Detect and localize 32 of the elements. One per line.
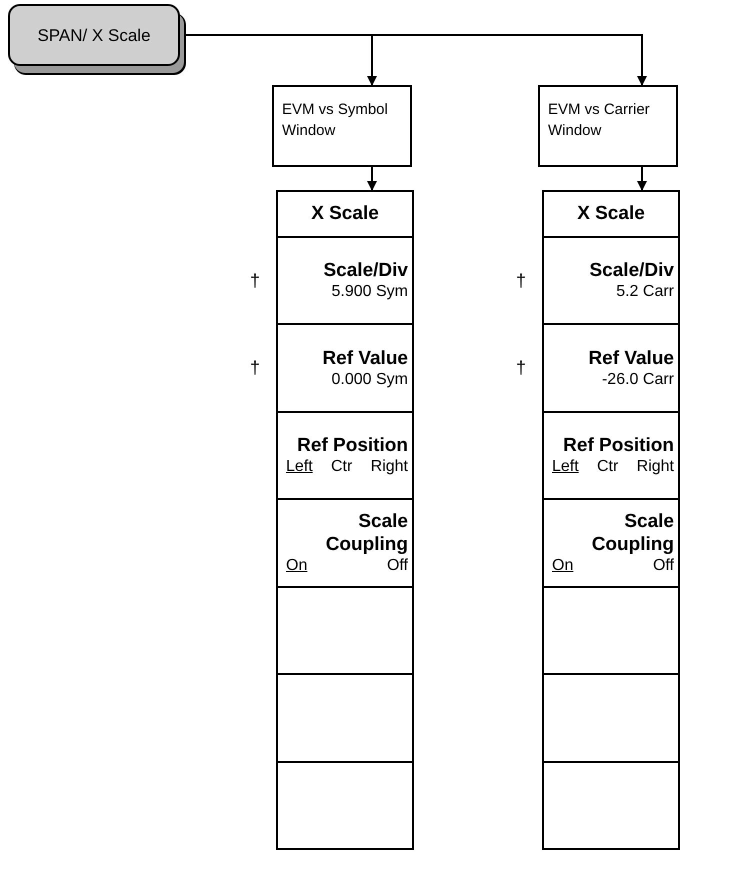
softkey-label: Ref Value bbox=[321, 346, 408, 370]
selected-option: On bbox=[552, 556, 574, 576]
option: Right bbox=[636, 457, 674, 478]
arrow bbox=[637, 167, 647, 191]
dagger-note: † bbox=[250, 270, 260, 292]
option: Off bbox=[652, 556, 674, 576]
softkey-label: Scale Coupling bbox=[324, 510, 408, 556]
menu-title: X Scale bbox=[278, 192, 412, 238]
option: Off bbox=[386, 556, 408, 576]
arrow bbox=[367, 167, 377, 191]
menu-box: EVM vs Symbol Window bbox=[272, 85, 412, 167]
option: Right bbox=[370, 457, 408, 478]
softkey-value: 5.2 Carr bbox=[615, 282, 674, 302]
selected-option: Left bbox=[552, 457, 579, 478]
softkey-label: Scale/Div bbox=[588, 259, 674, 282]
dagger-note: † bbox=[250, 358, 260, 379]
dagger-note: † bbox=[516, 358, 526, 379]
menu-box: EVM vs Carrier Window bbox=[538, 85, 678, 167]
softkey-label: Ref Position bbox=[296, 434, 408, 458]
softkey-value: 5.900 Sym bbox=[330, 282, 408, 302]
selected-option: Left bbox=[286, 457, 313, 478]
softkey-label: Scale/Div bbox=[322, 259, 408, 282]
dagger-note: † bbox=[516, 270, 526, 292]
softkey-value: -26.0 Carr bbox=[600, 370, 674, 390]
option: Ctr bbox=[597, 457, 618, 478]
menu-title: X Scale bbox=[544, 192, 678, 238]
softkey-label: Ref Position bbox=[562, 434, 674, 458]
softkey-label: Ref Value bbox=[587, 346, 674, 370]
softkey-value: 0.000 Sym bbox=[330, 370, 408, 390]
softkey-label: Scale Coupling bbox=[590, 510, 674, 556]
selected-option: On bbox=[286, 556, 308, 576]
option: Ctr bbox=[331, 457, 352, 478]
